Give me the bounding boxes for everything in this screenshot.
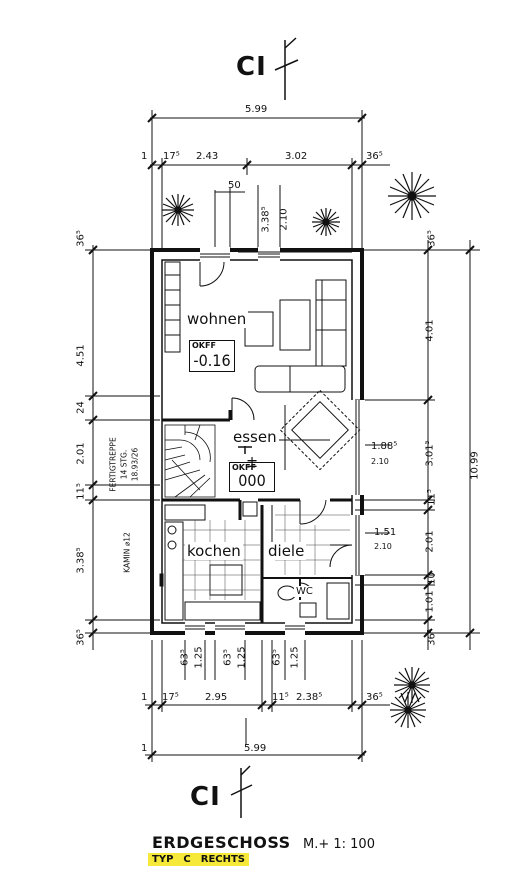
floor-level-value: -0.16 <box>193 351 231 370</box>
dim-bottom-total: 5.99 <box>244 743 267 754</box>
room-label-wohnen: wohnen <box>185 310 249 328</box>
dim-right-2: 4.01 <box>424 319 436 342</box>
dim-left-7: 36⁵ <box>75 629 87 646</box>
dim-bottom-opening-5: 63⁵ <box>271 649 283 666</box>
dim-left-3: 24 <box>75 401 87 414</box>
dim-right-5: 2.01 <box>424 530 436 553</box>
dim-bottom-opening-2: 1.25 <box>193 646 205 669</box>
dim-bottom-6: 36⁵ <box>366 692 383 703</box>
dim-top-2: 17⁵ <box>163 151 180 162</box>
dim-right-total: 10.99 <box>469 451 481 480</box>
room-label-wc: WC <box>294 586 315 597</box>
floor-level-label: OKFF <box>232 463 256 472</box>
floor-level-box-wohnen: OKFF -0.16 <box>189 340 235 372</box>
stair-note-2: 14 STG. <box>119 449 129 480</box>
floor-level-box-essen: OKFF ± 000 <box>229 452 275 492</box>
dim-top-1: 1 <box>141 151 148 162</box>
dim-door-3385: 3.38⁵ <box>260 206 272 233</box>
dim-bottom-2: 17⁵ <box>162 692 179 703</box>
type-tag-letter: C <box>183 854 191 865</box>
dim-bottom-total-left: 1 <box>141 743 148 754</box>
dim-top-5: 36⁵ <box>366 151 383 162</box>
stair-note-3: 18.93/26 <box>130 447 140 482</box>
dim-right-1: 36⁵ <box>426 230 438 247</box>
dim-bottom-opening-3: 63⁵ <box>222 649 234 666</box>
dim-bottom-4: 11⁵ <box>272 692 289 703</box>
room-label-kochen: kochen <box>185 542 243 560</box>
drawing-scale: M.+ 1: 100 <box>303 837 375 852</box>
dim-top-total: 5.99 <box>245 104 268 115</box>
dim-left-2: 4.51 <box>75 344 87 367</box>
dim-left-5: 11⁵ <box>75 483 87 500</box>
room-label-diele: diele <box>266 542 307 560</box>
room-label-essen: essen <box>231 428 279 446</box>
dim-window-diele-width: 1.51 <box>374 527 397 538</box>
dim-door-210: 2.10 <box>278 208 290 231</box>
floor-level-value: ± 000 <box>238 452 266 490</box>
drawing-title: ERDGESCHOSS <box>152 833 291 852</box>
dim-bottom-5: 2.38⁵ <box>296 692 323 703</box>
dim-left-4: 2.01 <box>75 442 87 465</box>
section-mark-top: CI <box>236 52 267 82</box>
dim-right-4: 11⁵ <box>426 489 438 506</box>
dim-right-8: 36⁵ <box>426 629 438 646</box>
dim-top-3: 2.43 <box>196 151 219 162</box>
stair-note-1: FERTIGTREPPE <box>108 437 118 492</box>
kamin-note: KAMIN ⌀12 <box>122 532 132 573</box>
dim-window-essen-width: 1.88⁵ <box>371 441 398 452</box>
floor-level-label: OKFF <box>192 341 216 350</box>
type-tag-word: TYP <box>152 854 174 865</box>
dim-bottom-1: 1 <box>141 692 148 703</box>
dim-left-1: 36⁵ <box>75 230 87 247</box>
dim-bottom-opening-4: 1.25 <box>236 646 248 669</box>
dim-left-6: 3.38⁵ <box>75 547 87 574</box>
dim-right-7: 1.01 <box>424 590 436 613</box>
dim-door-50: 50 <box>228 180 241 191</box>
dim-window-diele-height: 2.10 <box>374 542 392 551</box>
section-mark-bottom: CI <box>190 782 221 812</box>
dim-top-4: 3.02 <box>285 151 308 162</box>
dim-bottom-opening-6: 1.25 <box>289 646 301 669</box>
dim-bottom-3: 2.95 <box>205 692 228 703</box>
type-tag: TYP C RECHTS <box>148 853 250 866</box>
dim-right-3: 3.01⁵ <box>424 440 436 467</box>
dim-window-essen-height: 2.10 <box>371 457 389 466</box>
dim-bottom-opening-1: 63⁵ <box>179 649 191 666</box>
type-tag-side: RECHTS <box>200 854 246 865</box>
